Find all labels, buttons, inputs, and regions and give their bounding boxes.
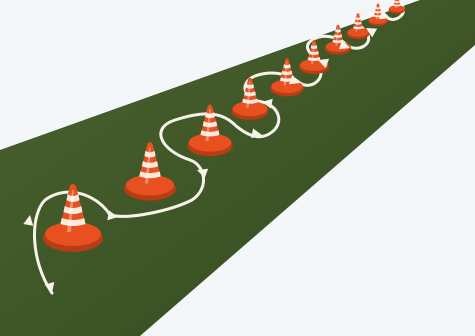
- training-drill-illustration: [0, 0, 475, 336]
